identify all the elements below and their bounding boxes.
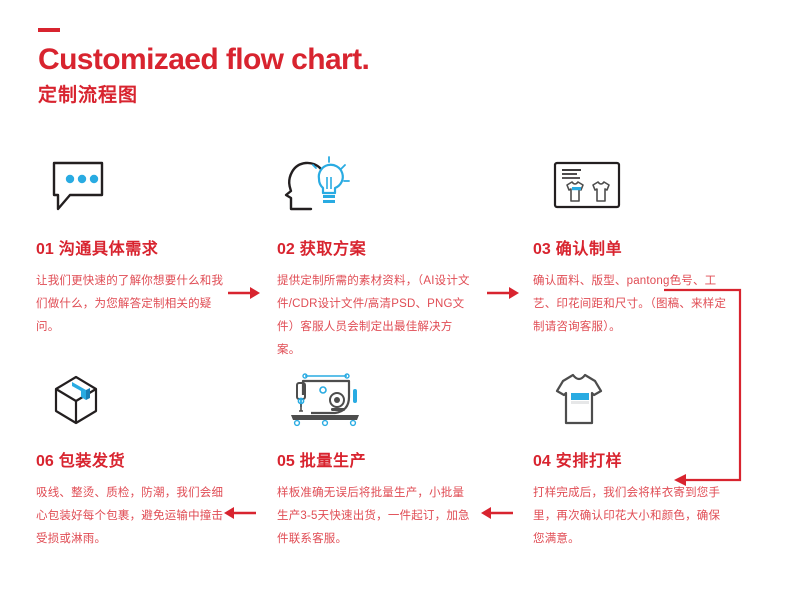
- speech-bubble-icon: [36, 155, 251, 217]
- step-title-01: 沟通具体需求: [58, 241, 159, 258]
- step-title-05: 批量生产: [299, 453, 367, 470]
- head-lightbulb-icon: [277, 155, 492, 217]
- connector-03-to-04-icon: [664, 282, 754, 497]
- step-number-06: 06: [36, 453, 54, 470]
- step-title-02: 获取方案: [299, 241, 367, 258]
- tshirt-sample-icon: [533, 367, 748, 429]
- step-number-05: 05: [277, 453, 295, 470]
- arrow-02-to-03-icon: [487, 285, 521, 306]
- page-title-chinese: 定制流程图: [38, 84, 139, 106]
- step-body-01: 让我们更快速的了解你想要什么和我们做什么，为您解答定制相关的疑问。: [36, 275, 224, 333]
- step-title-03: 确认制单: [555, 241, 623, 258]
- step-title-06: 包装发货: [58, 453, 126, 470]
- step-number-01: 01: [36, 241, 54, 258]
- sewing-machine-icon: [277, 367, 492, 429]
- step-title-04: 安排打样: [555, 453, 623, 470]
- arrow-05-to-06-icon: [222, 505, 256, 526]
- step-number-04: 04: [533, 453, 551, 470]
- package-box-icon: [36, 367, 251, 429]
- step-body-03: 确认面料、版型、pantong色号、工艺、印花间距和尺寸。（图稿、来样定制请咨询…: [533, 275, 727, 333]
- step-number-03: 03: [533, 241, 551, 258]
- page-title-english: Customizaed flow chart.: [38, 43, 370, 76]
- page-header: Customizaed flow chart. 定制流程图: [38, 28, 638, 106]
- step-number-02: 02: [277, 241, 295, 258]
- arrow-01-to-02-icon: [228, 285, 262, 306]
- step-body-02: 提供定制所需的素材资料，（AI设计文件/CDR设计文件/高清PSD、PNG文件）…: [277, 275, 470, 356]
- header-dash-decoration: [38, 28, 60, 32]
- step-body-06: 吸线、整烫、质检，防潮，我们会细心包装好每个包裹，避免运输中撞击受损或淋雨。: [36, 487, 224, 545]
- step-body-05: 样板准确无误后将批量生产，小批量生产3-5天快速出货，一件起订，加急件联系客服。: [277, 487, 470, 545]
- arrow-04-to-05-icon: [479, 505, 513, 526]
- step-body-04: 打样完成后，我们会将样衣寄到您手里，再次确认印花大小和颜色，确保您满意。: [533, 487, 721, 545]
- order-sheet-shirts-icon: [533, 155, 748, 217]
